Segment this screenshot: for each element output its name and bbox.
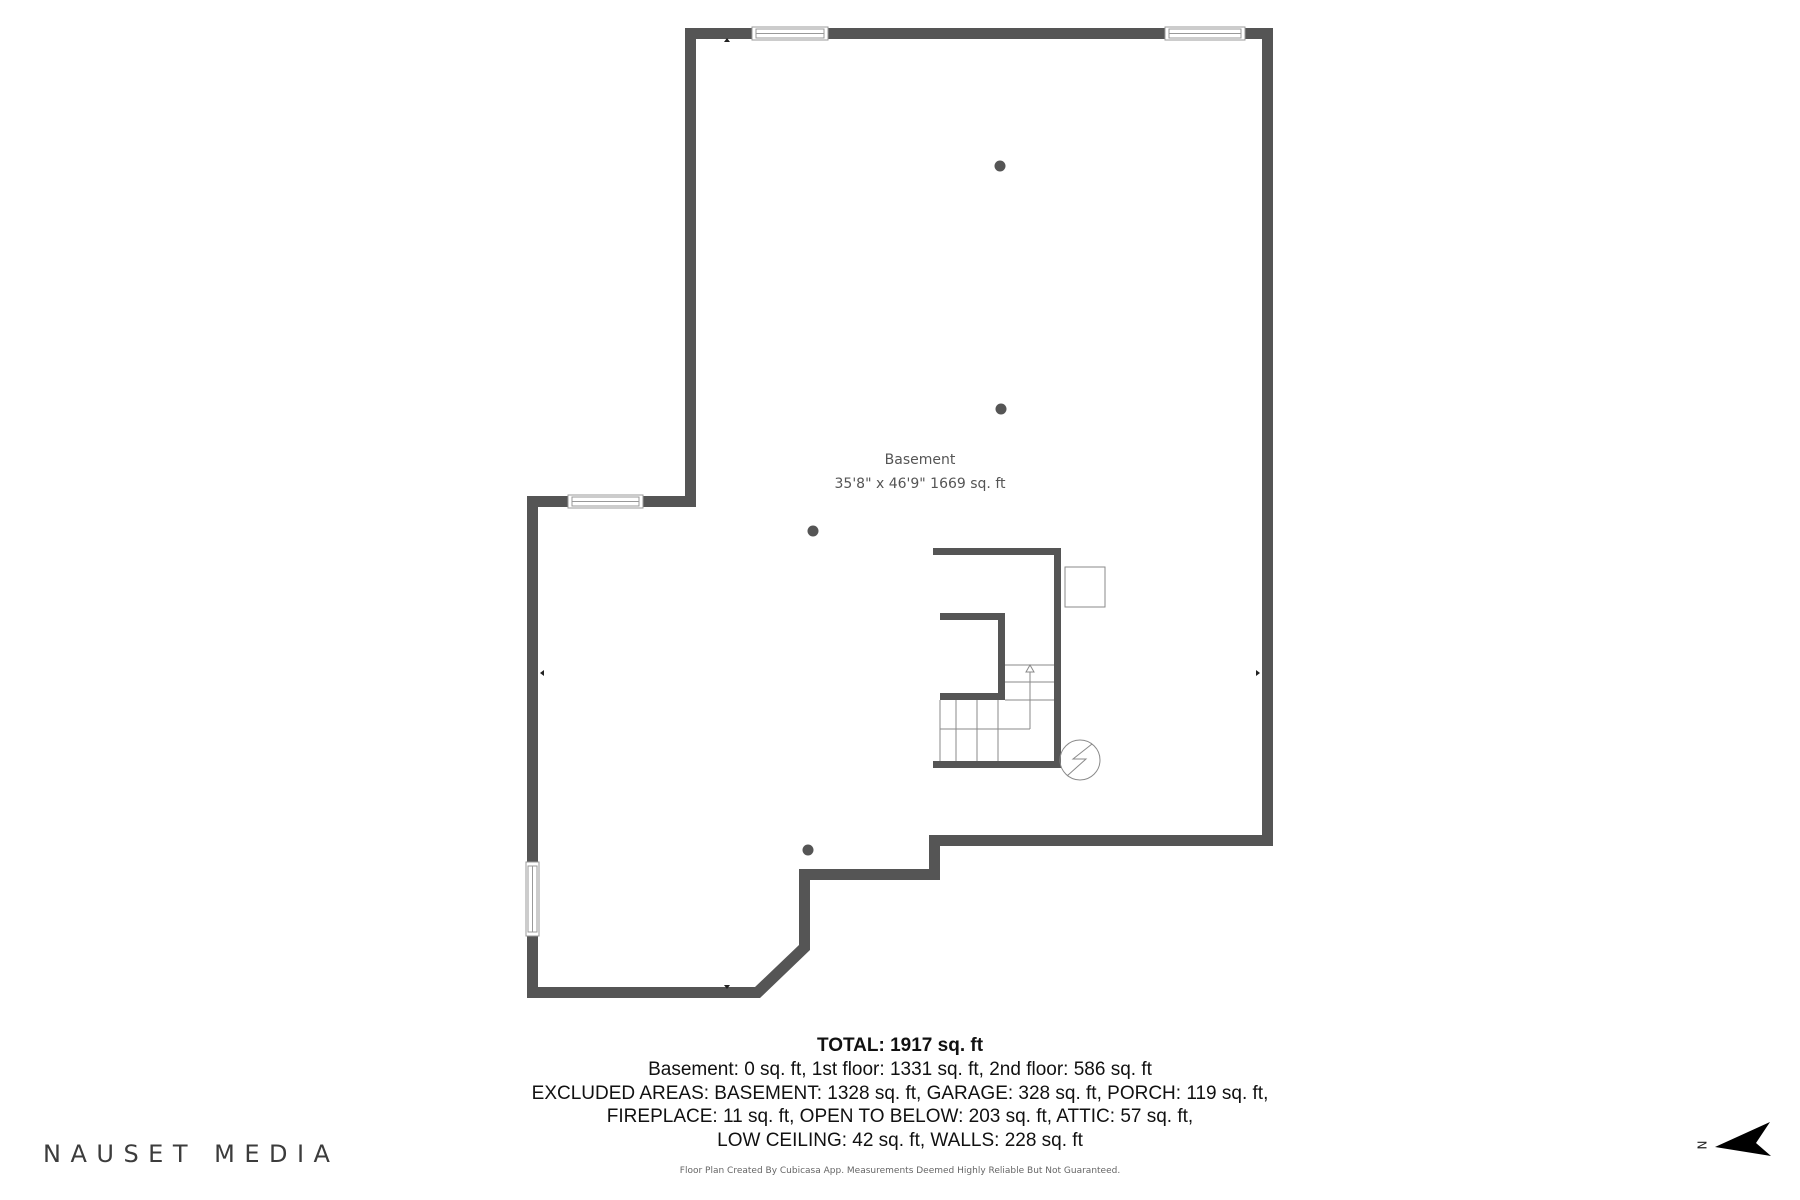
marker-icon — [1256, 670, 1260, 676]
summary-line: EXCLUDED AREAS: BASEMENT: 1328 sq. ft, G… — [531, 1082, 1269, 1104]
staircase — [939, 663, 1054, 761]
window-top-right — [1164, 26, 1246, 41]
window-left-lower — [525, 861, 540, 937]
support-post-icon — [995, 403, 1007, 415]
window-top-left — [751, 26, 829, 41]
support-post-icon — [807, 525, 819, 537]
compass: N — [1690, 1113, 1790, 1183]
room-dimensions: 35'8" x 46'9" 1669 sq. ft — [834, 476, 1006, 492]
area-summary: TOTAL: 1917 sq. ft Basement: 0 sq. ft, 1… — [500, 1034, 1300, 1152]
marker-icon — [540, 670, 544, 676]
window-left-step — [567, 494, 644, 509]
total-area: TOTAL: 1917 sq. ft — [816, 1035, 984, 1056]
summary-line: FIREPLACE: 11 sq. ft, OPEN TO BELOW: 203… — [606, 1106, 1194, 1127]
disclaimer: Floor Plan Created By Cubicasa App. Meas… — [679, 1166, 1121, 1176]
brand-logo: NAUSET MEDIA — [43, 1140, 340, 1168]
summary-line: LOW CEILING: 42 sq. ft, WALLS: 228 sq. f… — [717, 1129, 1083, 1151]
stair-enclosure — [933, 548, 1061, 768]
water-heater-icon — [1059, 739, 1101, 781]
support-post-icon — [994, 160, 1006, 172]
north-arrow-icon — [1715, 1122, 1771, 1156]
summary-line: Basement: 0 sq. ft, 1st floor: 1331 sq. … — [648, 1059, 1152, 1080]
room-name: Basement — [884, 452, 956, 468]
marker-icon — [724, 985, 730, 989]
marker-icon — [724, 38, 730, 42]
support-post-icon — [802, 844, 814, 856]
exterior-walls — [527, 28, 1273, 998]
utility-square — [1064, 566, 1106, 608]
